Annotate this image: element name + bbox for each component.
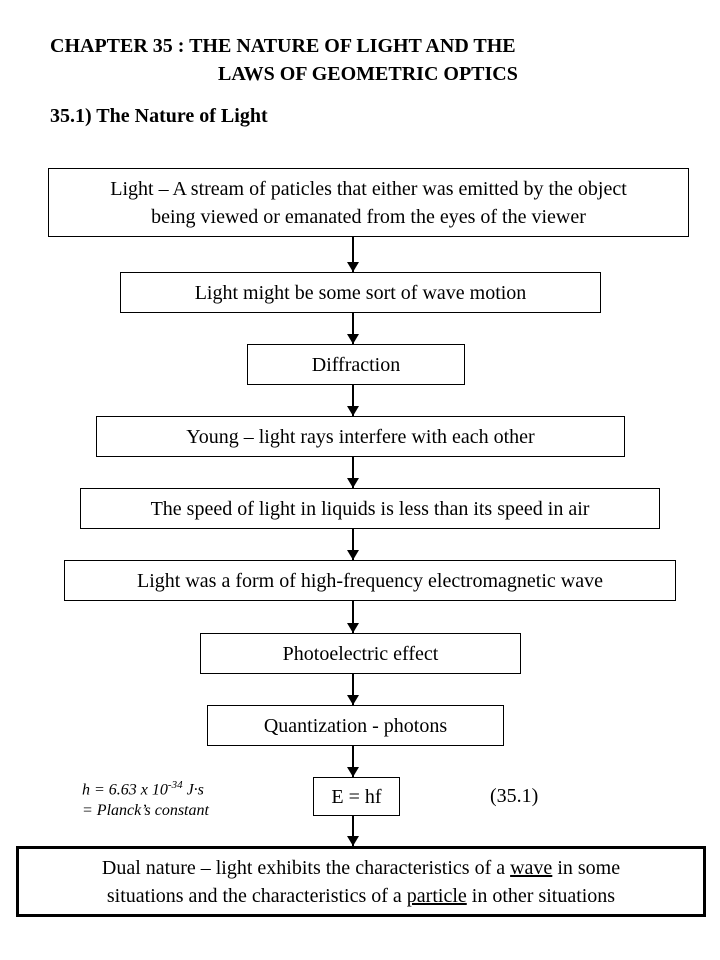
flow-arrow-9 bbox=[347, 816, 359, 846]
dual-nature-line2-start: situations and the characteristics of a bbox=[106, 884, 407, 907]
flow-box-particle-theory: Light – A stream of paticles that either… bbox=[48, 168, 689, 237]
flow-box-diffraction-text: Diffraction bbox=[311, 353, 401, 376]
flow-arrow-2 bbox=[347, 313, 359, 344]
planck-constant-label: = Planck’s constant bbox=[82, 802, 209, 819]
flow-box-particle-theory-line2: being viewed or emanated from the eyes o… bbox=[151, 205, 586, 228]
planck-unit: J·s bbox=[182, 781, 204, 799]
dual-nature-line2: situations and the characteristics of a … bbox=[107, 882, 615, 910]
flow-box-young-interference: Young – light rays interfere with each o… bbox=[96, 416, 625, 457]
flow-box-particle-theory-line1: Light – A stream of paticles that either… bbox=[110, 177, 627, 200]
dual-nature-line1-start: Dual nature – light exhibits the charact… bbox=[101, 856, 511, 879]
chapter-title-line2: LAWS OF GEOMETRIC OPTICS bbox=[218, 63, 518, 85]
dual-nature-word-wave: wave bbox=[510, 856, 553, 879]
flow-arrow-1 bbox=[347, 237, 359, 272]
flow-box-energy-equation: E = hf bbox=[313, 777, 400, 816]
flow-box-speed-in-liquids: The speed of light in liquids is less th… bbox=[80, 488, 660, 529]
planck-value-prefix: h = 6.63 x 10 bbox=[82, 781, 168, 799]
flow-box-dual-nature: Dual nature – light exhibits the charact… bbox=[16, 846, 706, 917]
flow-arrow-7 bbox=[347, 674, 359, 705]
flow-arrow-4 bbox=[347, 457, 359, 488]
flow-box-electromagnetic-wave-text: Light was a form of high-frequency elect… bbox=[137, 569, 603, 592]
planck-exponent: -34 bbox=[167, 779, 183, 791]
equation-number: (35.1) bbox=[490, 785, 539, 807]
flow-box-speed-in-liquids-text: The speed of light in liquids is less th… bbox=[150, 497, 590, 520]
flow-box-young-interference-text: Young – light rays interfere with each o… bbox=[186, 425, 535, 448]
chapter-title-line1: CHAPTER 35 : THE NATURE OF LIGHT AND THE bbox=[50, 35, 516, 57]
planck-constant-value: h = 6.63 x 10-34 J·s bbox=[82, 774, 204, 801]
dual-nature-line1: Dual nature – light exhibits the charact… bbox=[102, 854, 620, 882]
flow-box-wave-motion: Light might be some sort of wave motion bbox=[120, 272, 601, 313]
flow-box-quantization-text: Quantization - photons bbox=[263, 714, 448, 737]
dual-nature-line1-end: in some bbox=[552, 856, 621, 879]
flow-box-photoelectric-effect-text: Photoelectric effect bbox=[282, 642, 439, 665]
flow-box-electromagnetic-wave: Light was a form of high-frequency elect… bbox=[64, 560, 676, 601]
dual-nature-word-particle: particle bbox=[406, 884, 467, 907]
flow-arrow-8 bbox=[347, 746, 359, 777]
flow-box-quantization: Quantization - photons bbox=[207, 705, 504, 746]
flow-arrow-6 bbox=[347, 601, 359, 633]
energy-equation-text: E = hf bbox=[331, 785, 382, 808]
dual-nature-line2-end: in other situations bbox=[466, 884, 616, 907]
flow-arrow-5 bbox=[347, 529, 359, 560]
flow-box-wave-motion-text: Light might be some sort of wave motion bbox=[194, 281, 527, 304]
section-title: 35.1) The Nature of Light bbox=[50, 105, 268, 127]
flow-box-photoelectric-effect: Photoelectric effect bbox=[200, 633, 521, 674]
flow-box-diffraction: Diffraction bbox=[247, 344, 465, 385]
flow-arrow-3 bbox=[347, 385, 359, 416]
